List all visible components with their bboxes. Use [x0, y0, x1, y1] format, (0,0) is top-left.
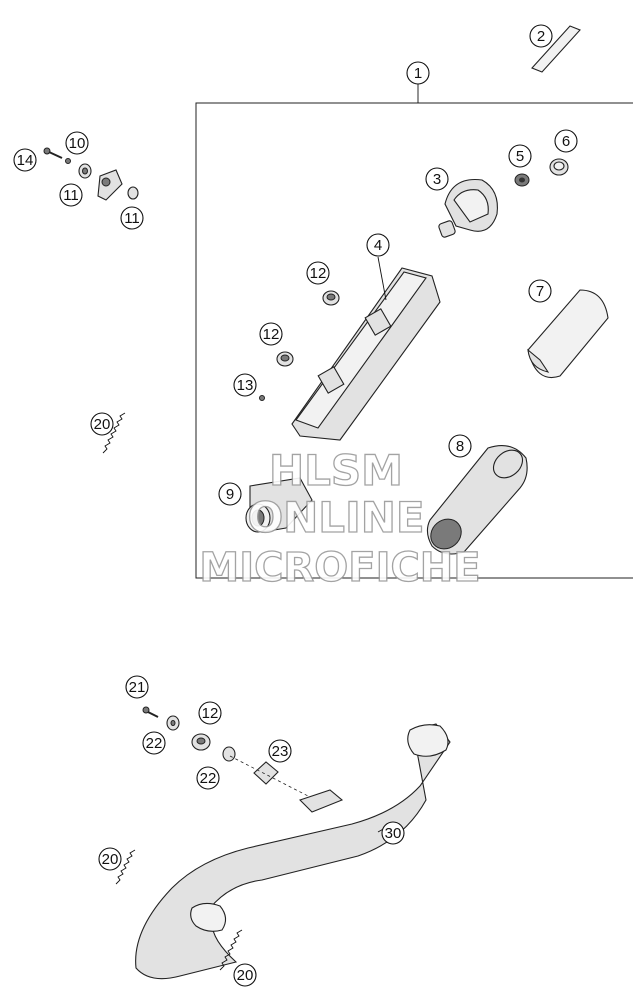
part-6-bush: [549, 158, 569, 176]
svg-text:1: 1: [414, 65, 422, 82]
callout-8: 8: [448, 434, 472, 458]
part-3-end-cap: [438, 178, 498, 238]
callout-12-a: 12: [306, 261, 330, 285]
callout-22-a: 22: [142, 731, 166, 755]
svg-text:12: 12: [310, 265, 327, 282]
part-20-spring-1: [102, 412, 126, 454]
part-12-rubber-mount-1: [322, 290, 340, 306]
callout-22-b: 22: [196, 766, 220, 790]
part-14-screw: [43, 147, 63, 159]
callouts: 1 2 3 4 5 6 7 8: [13, 24, 578, 987]
part-4-silencer-housing: [291, 256, 441, 441]
part-30-header-pipe: [135, 723, 451, 980]
part-2-guard: [531, 25, 581, 73]
svg-text:30: 30: [385, 825, 402, 842]
svg-text:23: 23: [272, 743, 289, 760]
svg-text:14: 14: [17, 152, 34, 169]
callout-6: 6: [554, 129, 578, 153]
part-22-washer-2: [222, 746, 236, 762]
svg-text:20: 20: [237, 967, 254, 984]
callout-20-c: 20: [233, 963, 257, 987]
callout-11-a: 11: [59, 183, 83, 207]
part-9-inlet-cone: [245, 477, 313, 533]
part-23-clip: [253, 761, 279, 785]
part-13-rivet: [259, 395, 265, 401]
part-7-damping-sheet: [527, 289, 609, 378]
svg-text:22: 22: [200, 770, 217, 787]
watermark-line-1: HLSM: [269, 446, 403, 495]
svg-text:4: 4: [374, 237, 382, 254]
callout-23: 23: [268, 739, 292, 763]
part-11-bushing: [78, 163, 92, 179]
callout-20-b: 20: [98, 847, 122, 871]
svg-text:22: 22: [146, 735, 163, 752]
callout-1: 1: [406, 61, 430, 85]
callout-5: 5: [508, 144, 532, 168]
svg-text:12: 12: [202, 705, 219, 722]
svg-text:6: 6: [562, 133, 570, 150]
svg-text:3: 3: [433, 171, 441, 188]
watermark-line-2: ONLINE: [247, 493, 424, 542]
part-20-spring-2: [115, 849, 136, 885]
svg-text:2: 2: [537, 28, 545, 45]
svg-text:11: 11: [63, 187, 79, 204]
part-20-spring-3: [219, 929, 243, 971]
watermark: HLSM ONLINE MICROFICHE: [199, 445, 482, 591]
part-12-rubber-mount-2: [276, 351, 294, 367]
part-12-rubber-mount-3: [191, 733, 211, 751]
part-11-bushing-2: [127, 186, 139, 200]
svg-text:12: 12: [263, 326, 280, 343]
callout-13: 13: [233, 373, 257, 397]
svg-text:20: 20: [94, 416, 111, 433]
callout-30: 30: [381, 821, 405, 845]
svg-text:7: 7: [536, 283, 544, 300]
callout-10: 10: [65, 131, 89, 155]
svg-text:5: 5: [516, 148, 524, 165]
callout-11-b: 11: [120, 206, 144, 230]
svg-text:10: 10: [69, 135, 86, 152]
callout-20-a: 20: [90, 412, 114, 436]
callout-3: 3: [425, 167, 449, 191]
callout-12-b: 12: [259, 322, 283, 346]
svg-text:8: 8: [456, 438, 464, 455]
callout-7: 7: [528, 279, 552, 303]
svg-text:21: 21: [129, 679, 146, 696]
svg-text:13: 13: [237, 377, 254, 394]
watermark-line-3: MICROFICHE: [199, 545, 480, 591]
svg-text:9: 9: [226, 486, 234, 503]
svg-text:11: 11: [124, 210, 140, 227]
svg-text:20: 20: [102, 851, 119, 868]
part-21-bolt: [142, 706, 159, 718]
callout-14: 14: [13, 148, 37, 172]
callout-4: 4: [366, 233, 390, 257]
part-5-grommet: [514, 173, 530, 187]
callout-9: 9: [218, 482, 242, 506]
part-10-washer: [65, 158, 71, 164]
part-22-washer-1: [166, 715, 180, 731]
part-mount-bracket: [97, 169, 123, 201]
callout-21: 21: [125, 675, 149, 699]
part-8-silencer-insert: [426, 445, 528, 555]
callout-2: 2: [529, 24, 553, 48]
silencer-group-frame: [195, 84, 633, 579]
callout-12-c: 12: [198, 701, 222, 725]
